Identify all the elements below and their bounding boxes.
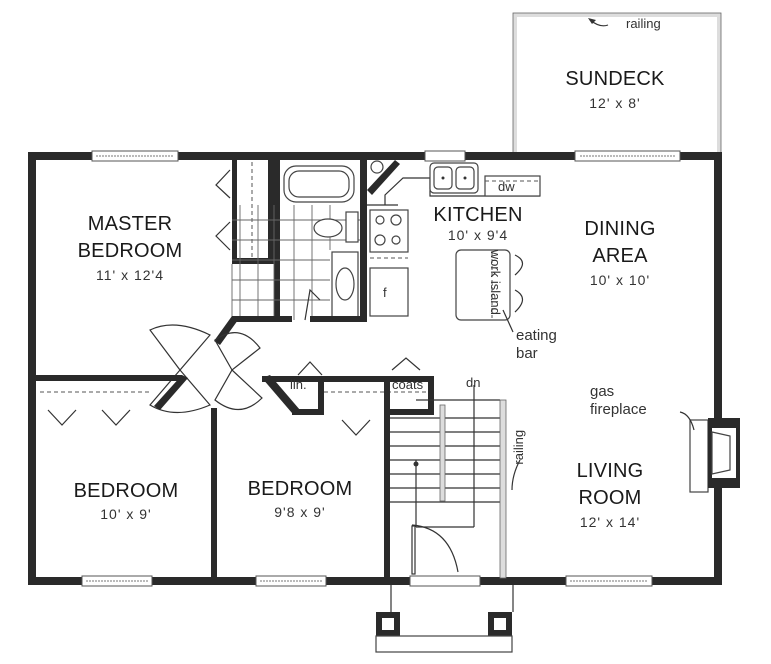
bedroom-middle-name: BEDROOM xyxy=(247,478,353,500)
gas-fireplace-line1: gas xyxy=(590,383,615,400)
coats-closet-label: coats xyxy=(392,377,424,392)
living-room-name-line1: LIVING xyxy=(576,460,644,482)
kitchen-dims: 10' x 9'4 xyxy=(447,227,509,243)
railing-label-sundeck: railing xyxy=(626,16,661,31)
windows xyxy=(81,150,681,587)
bathroom xyxy=(214,160,367,345)
master-bedroom-name-line1: MASTER xyxy=(87,213,173,235)
work-island-label: work island xyxy=(487,249,503,315)
master-bedroom-dims: 11' x 12'4 xyxy=(95,267,165,283)
kitchen-fixtures xyxy=(367,160,541,333)
sundeck-name: SUNDECK xyxy=(565,68,665,90)
living-room-dims: 12' x 14' xyxy=(579,514,641,530)
fridge-label: f xyxy=(383,285,387,300)
linen-closet-label: lin. xyxy=(290,377,307,392)
interior-walls xyxy=(36,357,434,581)
dining-area-name-line2: AREA xyxy=(592,245,648,267)
bedroom-left-name: BEDROOM xyxy=(73,480,179,502)
kitchen-name: KITCHEN xyxy=(433,204,523,226)
dining-area-dims: 10' x 10' xyxy=(589,272,651,288)
master-bedroom-name-line2: BEDROOM xyxy=(77,240,183,262)
eating-bar-line2: bar xyxy=(516,345,538,362)
living-room-name-line2: ROOM xyxy=(578,487,642,509)
railing-label-stairs: railing xyxy=(511,429,527,465)
dining-area-name-line1: DINING xyxy=(584,218,656,240)
fireplace xyxy=(679,411,740,493)
stairs-down-label: dn xyxy=(466,375,481,390)
stairs xyxy=(390,385,521,579)
dishwasher-label: dw xyxy=(498,179,515,194)
bedroom-middle-dims: 9'8 x 9' xyxy=(274,504,326,520)
porch xyxy=(375,585,514,653)
exterior-walls xyxy=(28,152,722,585)
gas-fireplace-line2: fireplace xyxy=(590,401,647,418)
bedroom-left-dims: 10' x 9' xyxy=(100,506,152,522)
hall-doors xyxy=(149,324,263,414)
work-island-line2: island xyxy=(487,280,503,315)
work-island-line1: work xyxy=(487,249,503,278)
master-closet xyxy=(215,160,274,264)
eating-bar-line1: eating xyxy=(516,327,557,344)
sundeck-dims: 12' x 8' xyxy=(589,95,641,111)
sundeck-outline xyxy=(512,12,722,154)
